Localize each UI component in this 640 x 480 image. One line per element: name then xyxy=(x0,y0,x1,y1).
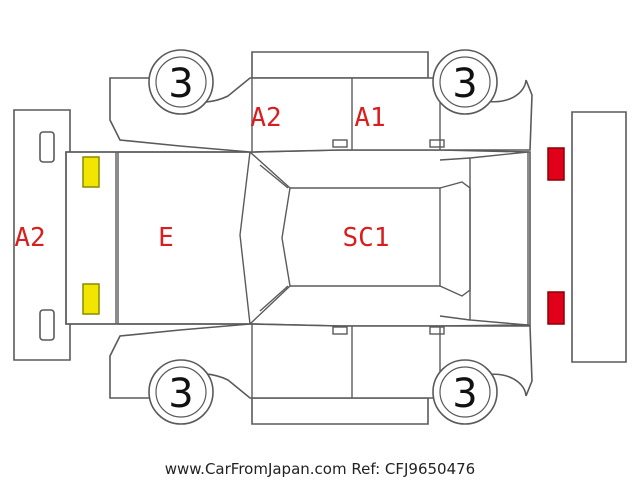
front-bumper xyxy=(13,109,71,361)
tire-front-right-label: 3 xyxy=(168,371,193,417)
code-front-bumper: A2 xyxy=(14,223,45,253)
upper-side xyxy=(109,51,533,153)
code-upper-rear-door: A1 xyxy=(354,103,385,133)
rear-bumper xyxy=(571,111,627,363)
tire-rear-right-label: 3 xyxy=(452,371,477,417)
upper-rear-door-handle xyxy=(429,139,445,148)
front-lamp-top xyxy=(82,156,100,188)
front-fascia xyxy=(65,151,117,325)
front-lamp-bottom xyxy=(82,283,100,315)
car-body xyxy=(65,149,531,327)
tire-front-left: 3 xyxy=(148,49,214,115)
code-upper-front-door: A2 xyxy=(250,103,281,133)
lower-front-door-handle xyxy=(332,326,348,335)
windshield xyxy=(249,151,291,325)
footer-reference: www.CarFromJapan.com Ref: CFJ9650476 xyxy=(165,460,475,478)
tire-front-right: 3 xyxy=(148,359,214,425)
rear-lamp-bottom xyxy=(547,291,565,325)
front-bumper-slot-bottom xyxy=(39,309,55,341)
code-hood: E xyxy=(158,223,174,253)
rear-lamp-top xyxy=(547,147,565,181)
tire-rear-left-label: 3 xyxy=(452,61,477,107)
upper-roof-rail xyxy=(251,51,429,79)
front-bumper-slot-top xyxy=(39,131,55,163)
hood-panel xyxy=(117,151,251,325)
lower-roof-rail xyxy=(251,397,429,425)
roof-panel xyxy=(290,187,441,287)
lower-rear-door-handle xyxy=(429,326,445,335)
tire-front-left-label: 3 xyxy=(168,61,193,107)
tire-rear-left: 3 xyxy=(432,49,498,115)
tire-rear-right: 3 xyxy=(432,359,498,425)
code-roof: SC1 xyxy=(343,223,390,253)
tailgate xyxy=(469,151,529,326)
upper-front-door-handle xyxy=(332,139,348,148)
